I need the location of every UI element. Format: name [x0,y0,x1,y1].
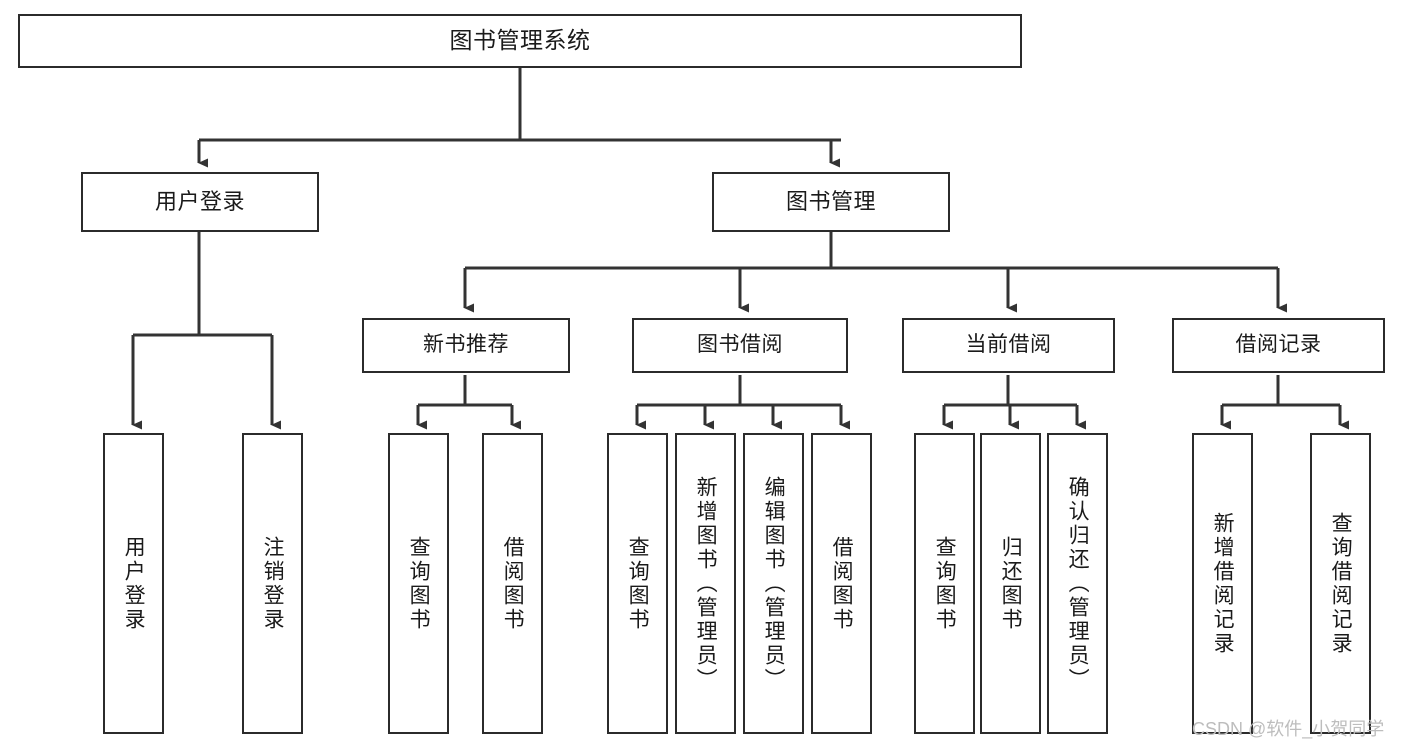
node-book-borrow[interactable]: 图书借阅 [632,318,848,373]
node-label: 用户登录 [122,535,146,632]
leaf-add-book-admin[interactable]: 新增图书（管理员） [675,433,736,734]
node-book-management[interactable]: 图书管理 [712,172,950,232]
node-label: 查询借阅记录 [1329,511,1353,656]
node-label: 新增借阅记录 [1211,511,1235,656]
node-label: 当前借阅 [965,333,1052,357]
leaf-query-book-current[interactable]: 查询图书 [914,433,975,734]
node-label: 新增图书（管理员） [694,475,718,692]
node-label: 图书管理系统 [449,27,591,54]
node-label: 用户登录 [154,189,245,215]
node-user-login[interactable]: 用户登录 [81,172,319,232]
leaf-add-borrow-record[interactable]: 新增借阅记录 [1192,433,1253,734]
leaf-query-book-borrow[interactable]: 查询图书 [607,433,668,734]
node-label: 借阅图书 [501,535,525,632]
leaf-return-book[interactable]: 归还图书 [980,433,1041,734]
node-label: 图书管理 [785,189,876,215]
node-current-borrow[interactable]: 当前借阅 [902,318,1115,373]
leaf-borrow-book-recommend[interactable]: 借阅图书 [482,433,543,734]
leaf-edit-book-admin[interactable]: 编辑图书（管理员） [743,433,804,734]
node-label: 借阅记录 [1235,333,1322,357]
node-label: 图书借阅 [697,333,783,357]
leaf-borrow-book[interactable]: 借阅图书 [811,433,872,734]
node-label: 借阅图书 [830,535,854,632]
leaf-query-borrow-record[interactable]: 查询借阅记录 [1310,433,1371,734]
leaf-query-book-recommend[interactable]: 查询图书 [388,433,449,734]
node-label: 查询图书 [626,535,650,632]
node-label: 查询图书 [407,535,431,632]
leaf-user-login[interactable]: 用户登录 [103,433,164,734]
node-borrow-record[interactable]: 借阅记录 [1172,318,1385,373]
node-label: 确认归还（管理员） [1066,475,1090,692]
node-label: 查询图书 [933,535,957,632]
leaf-confirm-return-admin[interactable]: 确认归还（管理员） [1047,433,1108,734]
leaf-logout[interactable]: 注销登录 [242,433,303,734]
node-root-book-management-system[interactable]: 图书管理系统 [18,14,1022,68]
node-label: 注销登录 [261,535,285,632]
node-label: 新书推荐 [423,333,509,357]
node-label: 编辑图书（管理员） [762,475,786,692]
node-new-book-recommend[interactable]: 新书推荐 [362,318,570,373]
node-label: 归还图书 [999,535,1023,632]
